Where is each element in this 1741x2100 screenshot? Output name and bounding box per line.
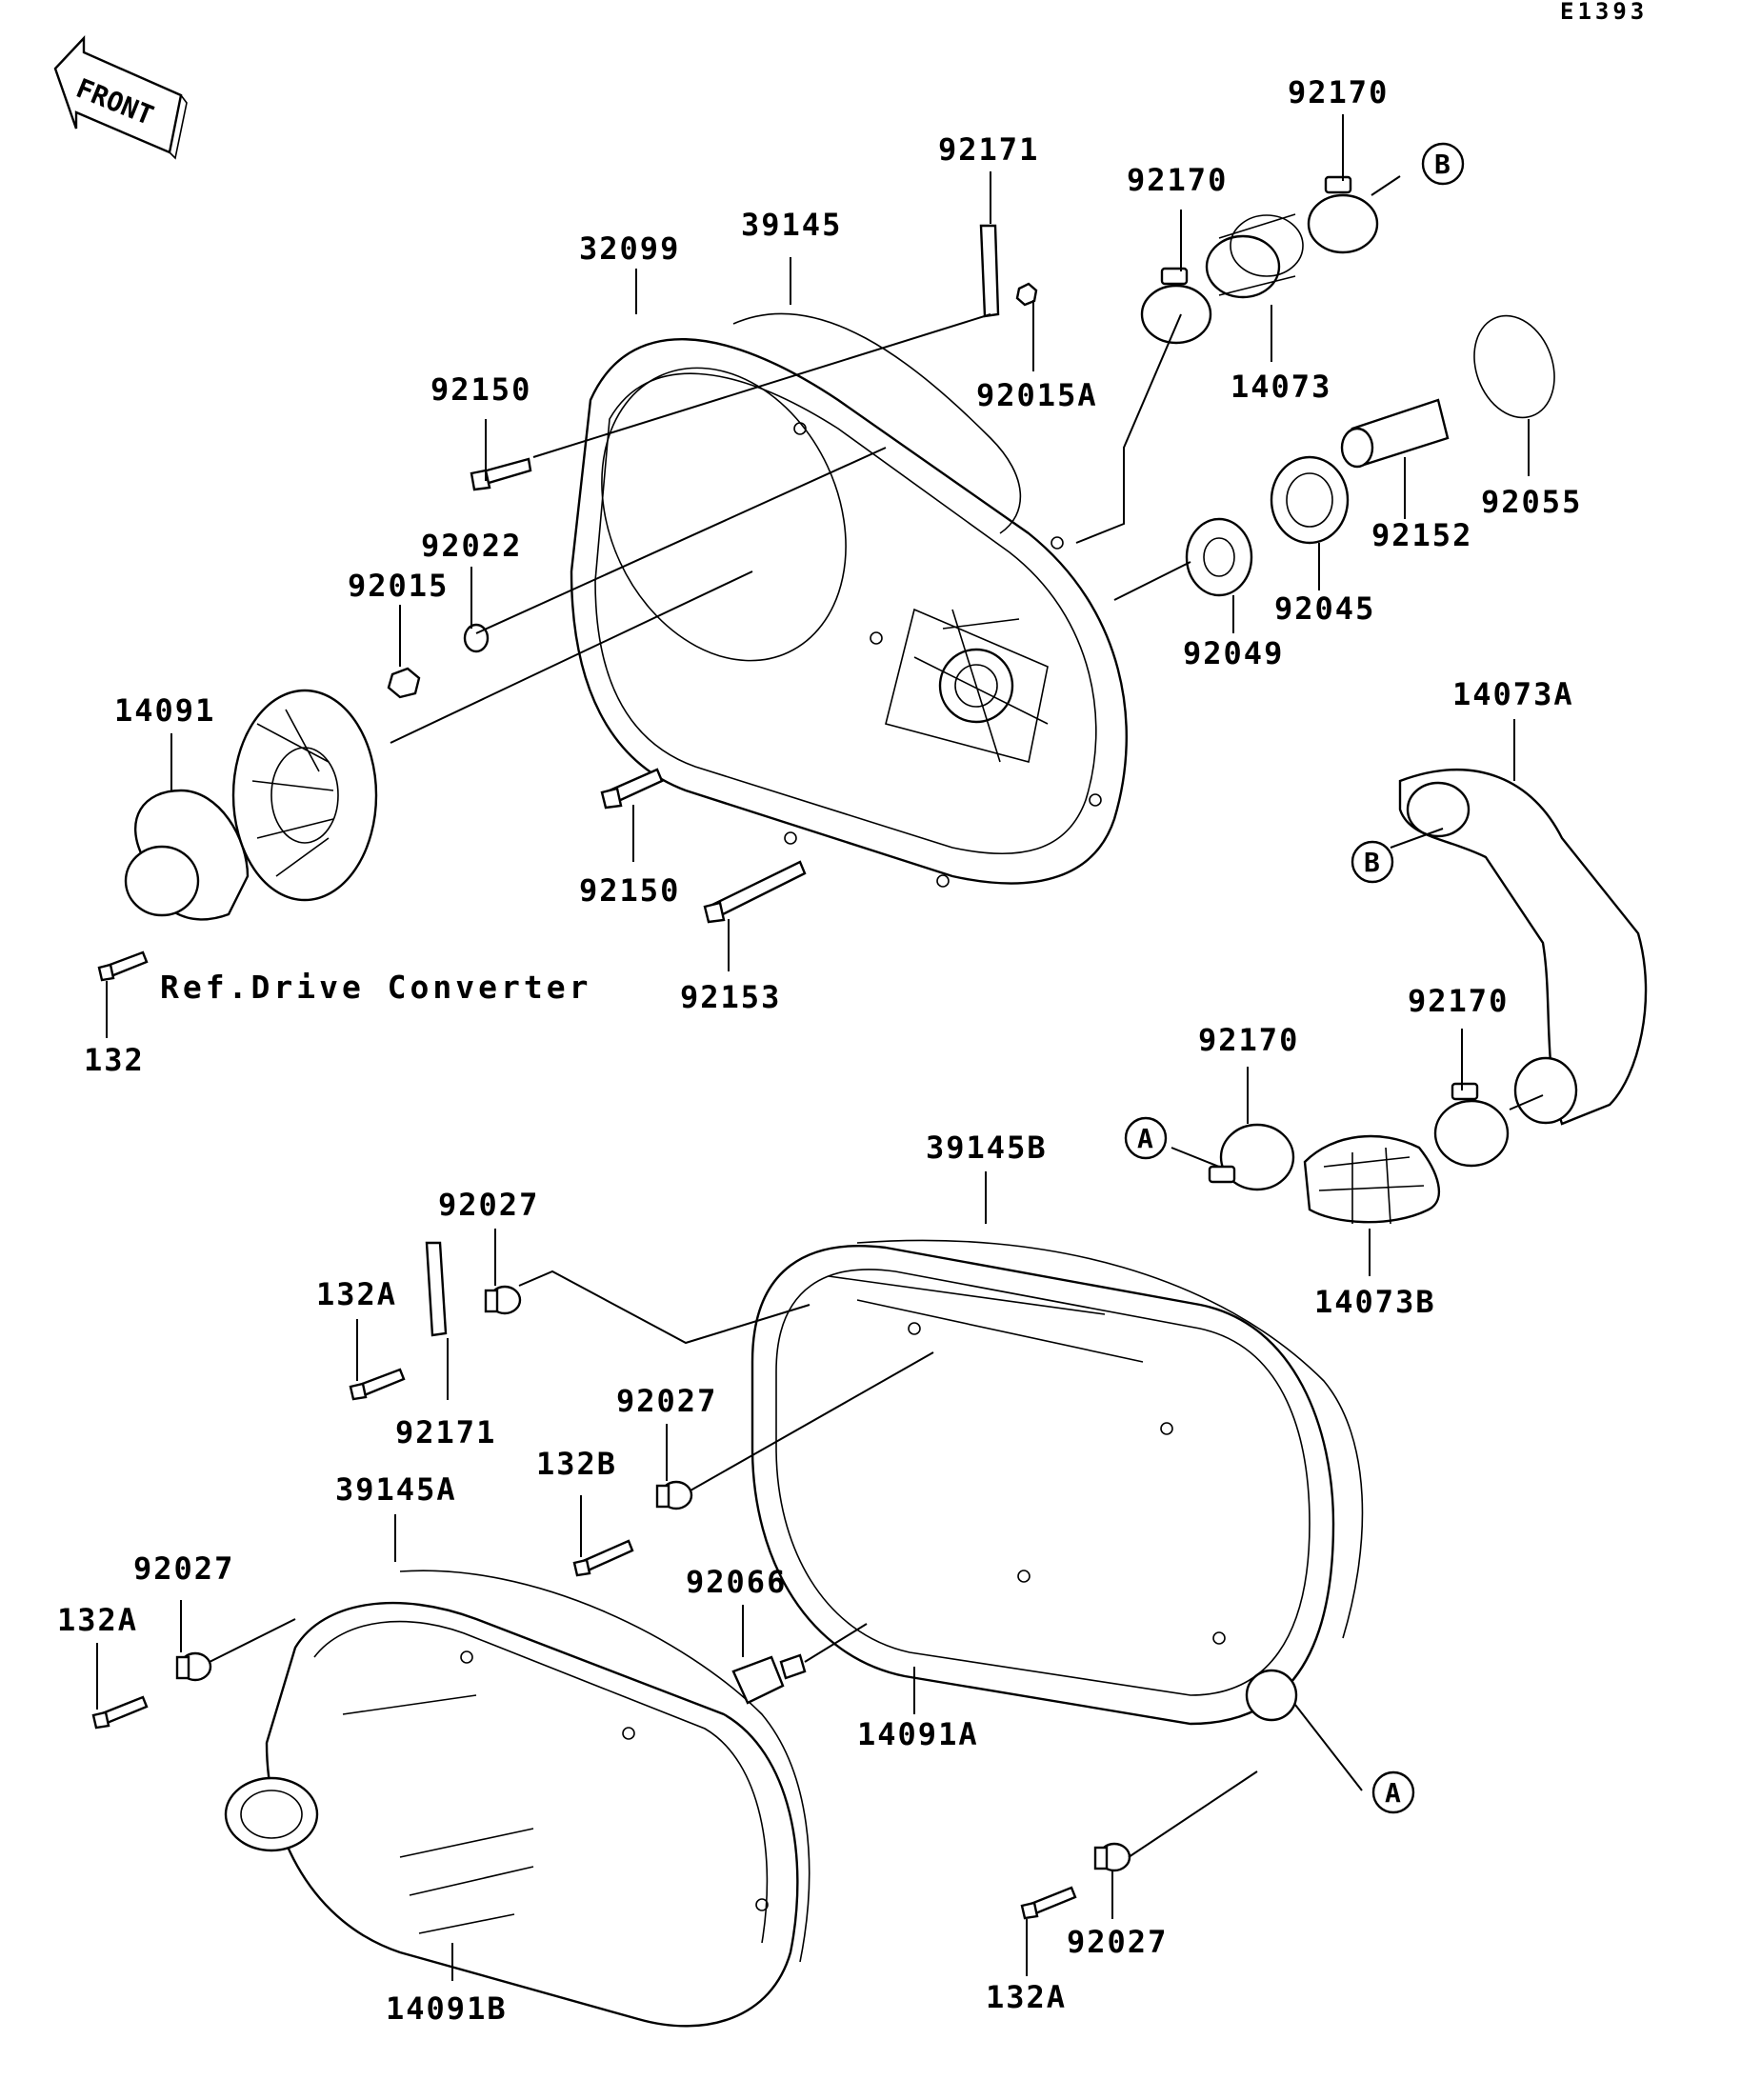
bolt-92153 xyxy=(703,860,807,924)
grommet-92027-mid xyxy=(655,1480,693,1510)
collar-92152 xyxy=(1340,398,1450,469)
label-92015A: 92015A xyxy=(976,377,1098,413)
diagram-code: E1393 xyxy=(1560,0,1648,25)
front-arrow-icon: FRONT xyxy=(53,34,188,160)
screw-132A-left xyxy=(91,1695,149,1730)
label-92066: 92066 xyxy=(686,1564,787,1600)
screw-132B xyxy=(572,1539,634,1577)
gasket-39145 xyxy=(732,312,1022,534)
label-92049: 92049 xyxy=(1183,635,1284,671)
svg-text:A: A xyxy=(1137,1123,1153,1154)
label-92171-top: 92171 xyxy=(938,131,1039,168)
svg-text:B: B xyxy=(1434,149,1451,180)
cover-14091 xyxy=(124,789,250,921)
bearing-92045 xyxy=(1270,455,1350,545)
label-92027-top: 92027 xyxy=(438,1187,539,1223)
label-92045: 92045 xyxy=(1274,590,1375,627)
label-14091: 14091 xyxy=(114,692,215,729)
ref-drive-converter: Ref.Drive Converter xyxy=(160,969,592,1006)
label-39145: 39145 xyxy=(741,207,842,243)
label-132A-bottom: 132A xyxy=(986,1979,1067,2015)
label-92027-left: 92027 xyxy=(133,1550,234,1587)
duct-14073 xyxy=(1205,213,1304,299)
label-92170-mid-left: 92170 xyxy=(1198,1022,1299,1058)
grommet-92027-bottom xyxy=(1093,1842,1131,1872)
callout-b-top: B xyxy=(1421,142,1465,186)
label-92022: 92022 xyxy=(421,528,522,564)
leader-lines xyxy=(96,114,1544,1981)
gasket-39145A xyxy=(399,1570,810,1963)
label-92152: 92152 xyxy=(1371,517,1472,553)
label-39145B: 39145B xyxy=(926,1130,1048,1166)
label-92170-top-mid: 92170 xyxy=(1127,162,1228,198)
label-92150-upper: 92150 xyxy=(430,371,531,408)
part-labels: 92171 92170 92170 39145 32099 92150 9201… xyxy=(57,74,1582,2027)
clamp-92170-mid-right xyxy=(1433,1082,1510,1168)
label-92027-bottom: 92027 xyxy=(1067,1924,1168,1960)
label-92055: 92055 xyxy=(1481,484,1582,520)
label-14091B: 14091B xyxy=(386,1990,508,2027)
fan-impeller xyxy=(231,689,378,902)
seal-92049 xyxy=(1185,517,1253,597)
bolt-92150-upper xyxy=(470,457,532,491)
callout-a-mid: A xyxy=(1124,1116,1168,1160)
outer-cover-14091B xyxy=(224,1602,799,2028)
label-92150-lower: 92150 xyxy=(579,872,680,909)
grommet-92027-top xyxy=(484,1285,522,1315)
label-92153: 92153 xyxy=(680,979,781,1015)
gasket-39145B xyxy=(856,1239,1364,1639)
label-92171-lower: 92171 xyxy=(395,1414,496,1450)
switch-92066 xyxy=(731,1653,807,1705)
screw-132A-top xyxy=(349,1368,406,1401)
label-132A-top: 132A xyxy=(316,1276,397,1312)
clamp-92170-top-mid xyxy=(1140,267,1212,345)
svg-text:A: A xyxy=(1385,1777,1401,1809)
label-92170-mid-right: 92170 xyxy=(1408,983,1509,1019)
label-14073B: 14073B xyxy=(1314,1284,1436,1320)
nut-92015 xyxy=(387,667,421,699)
screw-132 xyxy=(97,950,149,982)
label-32099: 32099 xyxy=(579,230,680,267)
label-14073A: 14073A xyxy=(1452,676,1574,712)
label-132A-left: 132A xyxy=(57,1602,138,1638)
bolt-92150-lower xyxy=(600,768,664,810)
grommet-92027-left xyxy=(175,1651,212,1682)
label-92027-mid: 92027 xyxy=(616,1383,717,1419)
duct-14073A xyxy=(1398,769,1648,1126)
bracket-92171-top xyxy=(979,224,1000,318)
clamp-92170-mid-left xyxy=(1208,1123,1295,1191)
duct-14073B xyxy=(1303,1134,1441,1225)
label-14091A: 14091A xyxy=(857,1716,979,1752)
label-39145A: 39145A xyxy=(335,1471,457,1508)
label-14073: 14073 xyxy=(1231,369,1331,405)
svg-text:B: B xyxy=(1364,847,1380,878)
inner-cover-32099 xyxy=(570,338,1128,888)
clamp-92170-top-right xyxy=(1307,175,1379,254)
label-132: 132 xyxy=(84,1042,145,1078)
label-92015: 92015 xyxy=(348,568,449,604)
label-132B: 132B xyxy=(536,1446,617,1482)
screw-132A-bottom xyxy=(1020,1886,1077,1920)
label-92170-top-right: 92170 xyxy=(1288,74,1389,110)
callout-b-mid: B xyxy=(1351,840,1394,884)
o-ring-92055 xyxy=(1473,314,1555,419)
inner-cover-14091A xyxy=(750,1244,1335,1726)
bracket-92171-lower xyxy=(425,1241,448,1337)
callout-a-bottom: A xyxy=(1371,1770,1415,1814)
